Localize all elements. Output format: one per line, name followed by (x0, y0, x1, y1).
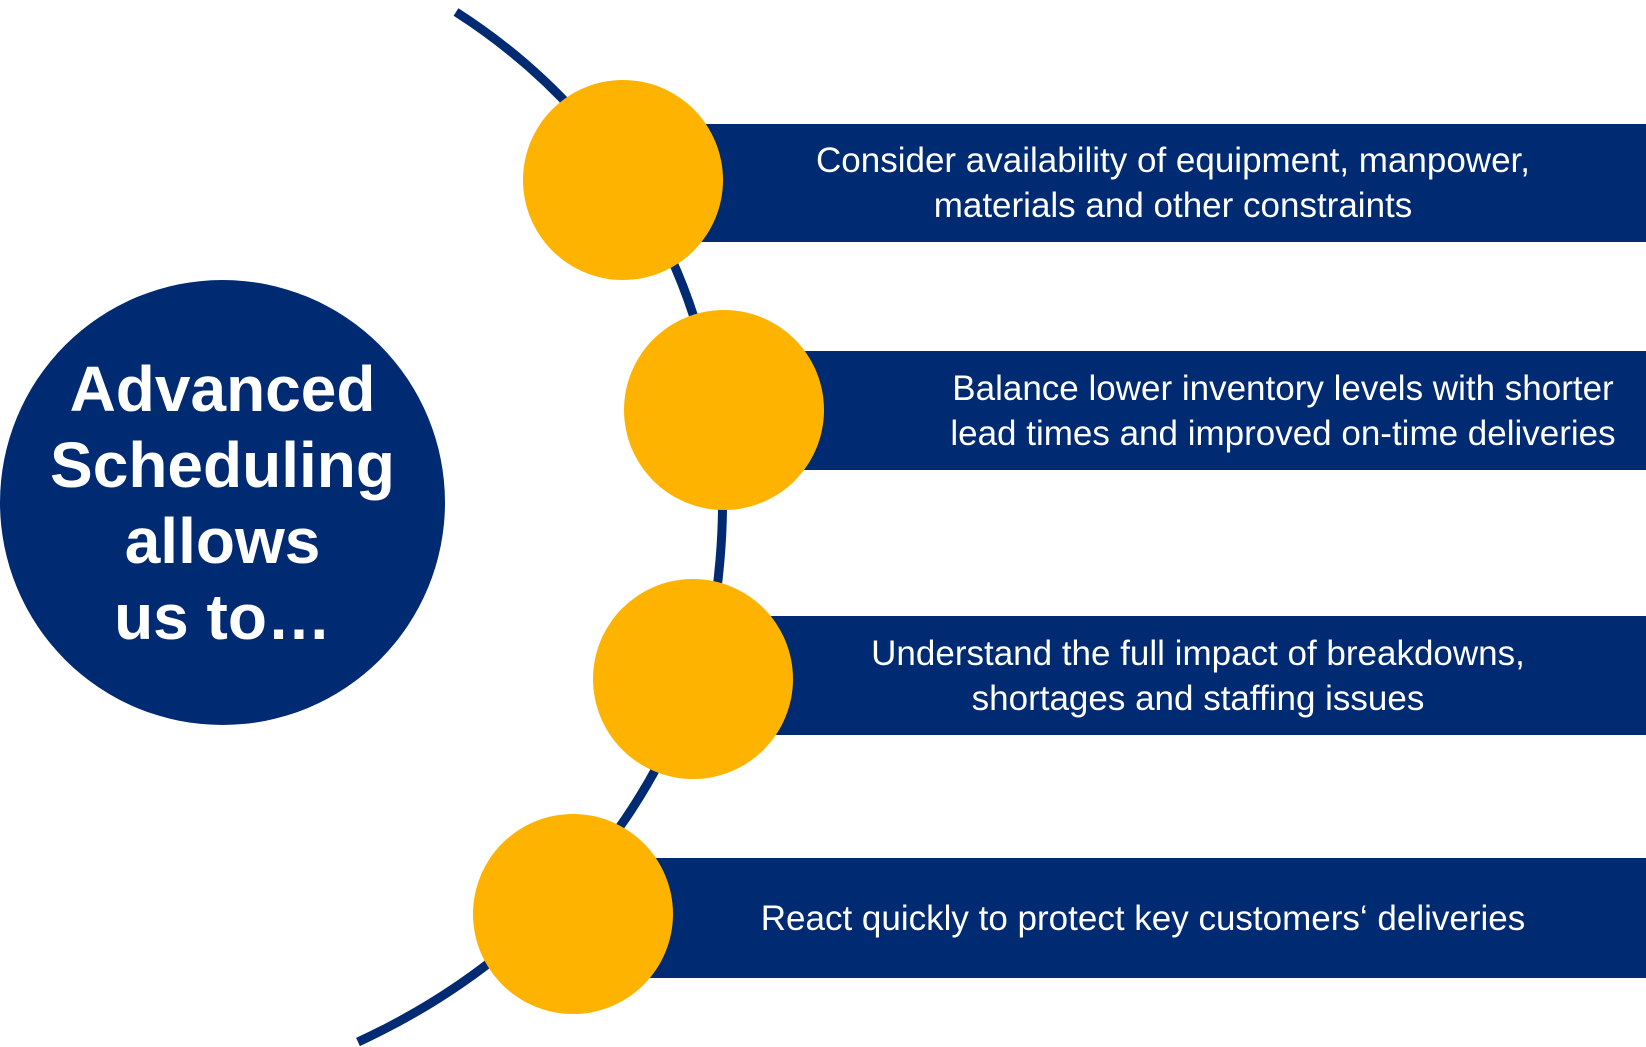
item-4-line-1: React quickly to protect key customers‘ … (760, 898, 1526, 938)
gold-dot-3 (593, 579, 793, 779)
item-text-4: React quickly to protect key customers‘ … (761, 896, 1525, 941)
item-banner-2: Balance lower inventory levels with shor… (780, 351, 1646, 470)
gold-dot-4 (473, 814, 673, 1014)
item-2-line-1: Balance lower inventory levels with shor… (952, 368, 1614, 408)
item-3-line-1: Understand the full impact of breakdowns… (871, 633, 1525, 673)
item-banner-4: React quickly to protect key customers‘ … (640, 858, 1646, 978)
hub-label: Advanced Scheduling allows us to… (50, 352, 395, 653)
gold-dot-1 (523, 80, 723, 280)
item-text-3: Understand the full impact of breakdowns… (871, 631, 1525, 721)
gold-dot-2 (624, 310, 824, 510)
item-text-1: Consider availability of equipment, manp… (816, 138, 1530, 228)
item-3-line-2: shortages and staffing issues (971, 678, 1425, 718)
item-1-line-2: materials and other constraints (933, 186, 1413, 225)
item-text-2: Balance lower inventory levels with shor… (950, 366, 1615, 456)
item-1-line-1: Consider availability of equipment, manp… (816, 141, 1530, 180)
item-banner-1: Consider availability of equipment, manp… (680, 124, 1646, 242)
hub-circle: Advanced Scheduling allows us to… (0, 280, 445, 725)
item-2-line-2: lead times and improved on-time deliveri… (950, 413, 1616, 453)
item-banner-3: Understand the full impact of breakdowns… (750, 616, 1646, 735)
